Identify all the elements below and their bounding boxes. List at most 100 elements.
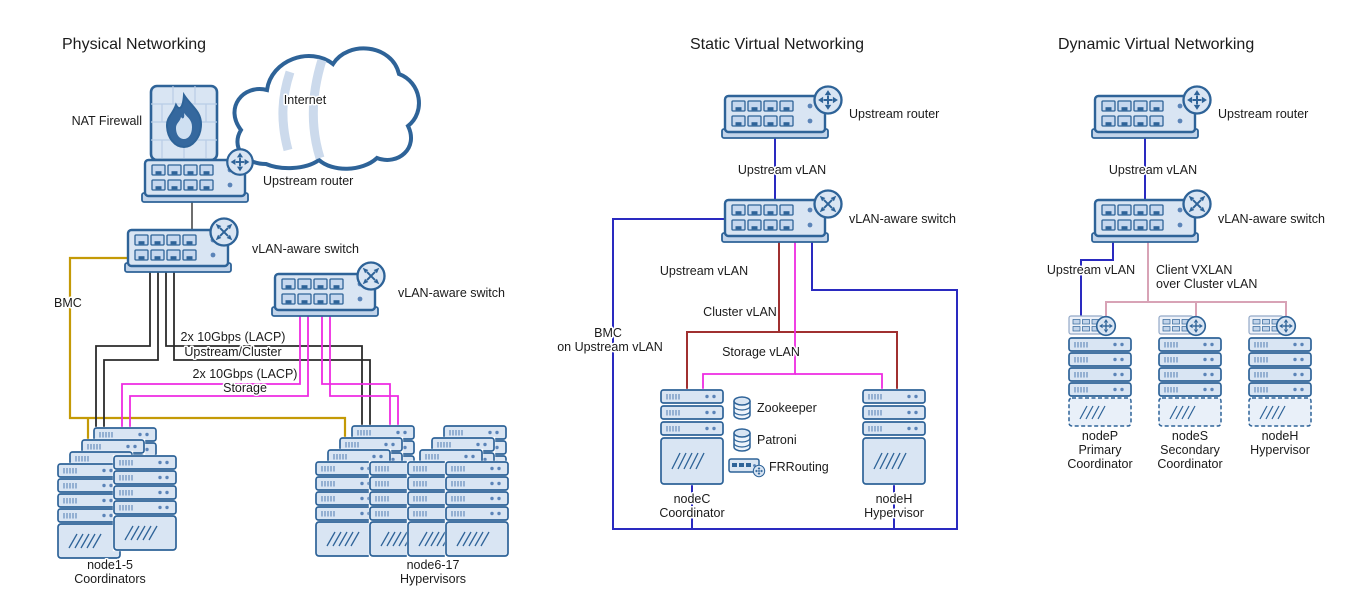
- vlan-switch-label: vLAN-aware switch: [849, 212, 956, 226]
- lacp-storage-label-line1: 2x 10Gbps (LACP): [193, 367, 298, 381]
- lacp-upstream-link: [95, 272, 151, 432]
- lacp-upstream-label-line2: Upstream/Cluster: [184, 345, 281, 359]
- vlan-switch-device: [722, 200, 828, 242]
- vtep-icon: [1095, 315, 1117, 337]
- router-icon: [226, 148, 254, 176]
- bmc-upstream-vlan-loop: [612, 218, 958, 530]
- router-icon: [813, 85, 843, 115]
- nodeh-label-line1: nodeH: [876, 492, 913, 506]
- nat-firewall-label: NAT Firewall: [72, 114, 142, 128]
- nodep-label-line3: Coordinator: [1067, 457, 1132, 471]
- bmc-link: [68, 256, 347, 440]
- coordinators-label-line2: Coordinators: [74, 572, 146, 586]
- lacp-upstream-label-line1: 2x 10Gbps (LACP): [181, 330, 286, 344]
- hypervisors-label-line1: node6-17: [407, 558, 460, 572]
- switch-icon: [356, 261, 386, 291]
- upstream-vlan-label: Upstream vLAN: [1047, 263, 1135, 277]
- server-tower: [1158, 337, 1222, 427]
- cloud-highlight: [278, 70, 295, 152]
- storage-link: [121, 316, 301, 432]
- vtep-icon: [1185, 315, 1207, 337]
- frrouting-icon: [729, 459, 765, 477]
- section-title-physical: Physical Networking: [62, 36, 206, 53]
- server-tower: [1248, 337, 1312, 427]
- internet-cloud: [232, 46, 421, 171]
- bmc-label-line1: BMC: [594, 326, 622, 340]
- node-group-hypervisors: [315, 425, 509, 557]
- storage-vlan-link: [795, 373, 883, 392]
- hypervisors-label-line2: Hypervisors: [400, 572, 466, 586]
- nodep-label-line2: Primary: [1078, 443, 1122, 457]
- vlan-switch-label: vLAN-aware switch: [1218, 212, 1325, 226]
- nodec-label-line2: Coordinator: [659, 506, 724, 520]
- lacp-upstream-link: [173, 272, 371, 436]
- nodeh-label-line2: Hypervisor: [1250, 443, 1310, 457]
- server-tower: [113, 455, 177, 551]
- section-title-static: Static Virtual Networking: [690, 36, 864, 53]
- server-tower: [1068, 337, 1132, 427]
- upstream-vlan-link-label: Upstream vLAN: [1109, 163, 1197, 177]
- upstream-vlan-link-label: Upstream vLAN: [738, 163, 826, 177]
- upstream-router-label: Upstream router: [263, 174, 353, 188]
- router-icon: [1182, 85, 1212, 115]
- section-title-dynamic: Dynamic Virtual Networking: [1058, 36, 1254, 53]
- upstream-router-label: Upstream router: [1218, 107, 1308, 121]
- physical-links: [68, 202, 399, 442]
- nodes-label-line1: nodeS: [1172, 429, 1208, 443]
- switch-icon: [813, 189, 843, 219]
- storage-vlan-link: [702, 242, 796, 392]
- vlan-switch-device: [1092, 200, 1198, 242]
- node-group-coordinators: [57, 427, 177, 559]
- storage-link: [129, 316, 309, 438]
- server-tower: [57, 463, 121, 559]
- nodeh-server: [1248, 315, 1312, 427]
- nodes-label-line3: Coordinator: [1157, 457, 1222, 471]
- bmc-label: BMC: [54, 296, 82, 310]
- nodes-label-line2: Secondary: [1160, 443, 1221, 457]
- flame-icon: [165, 91, 203, 149]
- vlan-switch-2-label: vLAN-aware switch: [398, 286, 505, 300]
- upstream-router-label: Upstream router: [849, 107, 939, 121]
- lacp-storage-label-line2: Storage: [223, 381, 267, 395]
- switch-icon: [1182, 189, 1212, 219]
- client-vxlan-label-line1: Client VXLAN: [1156, 263, 1232, 277]
- coordinators-label-line1: node1-5: [87, 558, 133, 572]
- lacp-upstream-link: [165, 272, 363, 430]
- nodeh-label-line1: nodeH: [1262, 429, 1299, 443]
- cluster-vlan-link: [686, 242, 780, 392]
- section-dynamic-virtual: Dynamic Virtual Networking Upstream rout…: [1045, 35, 1326, 473]
- upstream-router-device: [722, 96, 828, 138]
- section-static-virtual: Static Virtual Networking Upstream route…: [556, 35, 958, 530]
- zookeeper-label: Zookeeper: [757, 401, 817, 415]
- nodec-server: [660, 389, 724, 485]
- upstream-vlan-to-nodep: [1080, 242, 1114, 316]
- vtep-icon: [1275, 315, 1297, 337]
- storage-vlan-label: Storage vLAN: [722, 345, 800, 359]
- section-physical: Physical Networking Internet NAT Firewal…: [53, 35, 509, 588]
- zookeeper-database-icon: [733, 396, 751, 420]
- dynamic-links: [1080, 138, 1287, 317]
- server-tower: [445, 461, 509, 557]
- nodep-label-line1: nodeP: [1082, 429, 1118, 443]
- upstream-router-device: [1092, 96, 1198, 138]
- patroni-label: Patroni: [757, 433, 797, 447]
- upstream-vlan-label: Upstream vLAN: [660, 264, 748, 278]
- storage-link: [329, 316, 399, 434]
- storage-link: [321, 316, 391, 430]
- nodeh-label-line2: Hypervisor: [864, 506, 924, 520]
- nodep-server: [1068, 315, 1132, 427]
- cluster-vlan-link: [779, 331, 898, 392]
- nat-firewall: [149, 84, 219, 162]
- vlan-switch-1-label: vLAN-aware switch: [252, 242, 359, 256]
- internet-label: Internet: [284, 93, 327, 107]
- client-vxlan-label-line2: over Cluster vLAN: [1156, 277, 1257, 291]
- nodes-server: [1158, 315, 1222, 427]
- cloud-highlight: [308, 58, 327, 160]
- switch-icon: [209, 217, 239, 247]
- frrouting-label: FRRouting: [769, 460, 829, 474]
- patroni-database-icon: [733, 428, 751, 452]
- nodec-label-line1: nodeC: [674, 492, 711, 506]
- cluster-vlan-label: Cluster vLAN: [703, 305, 777, 319]
